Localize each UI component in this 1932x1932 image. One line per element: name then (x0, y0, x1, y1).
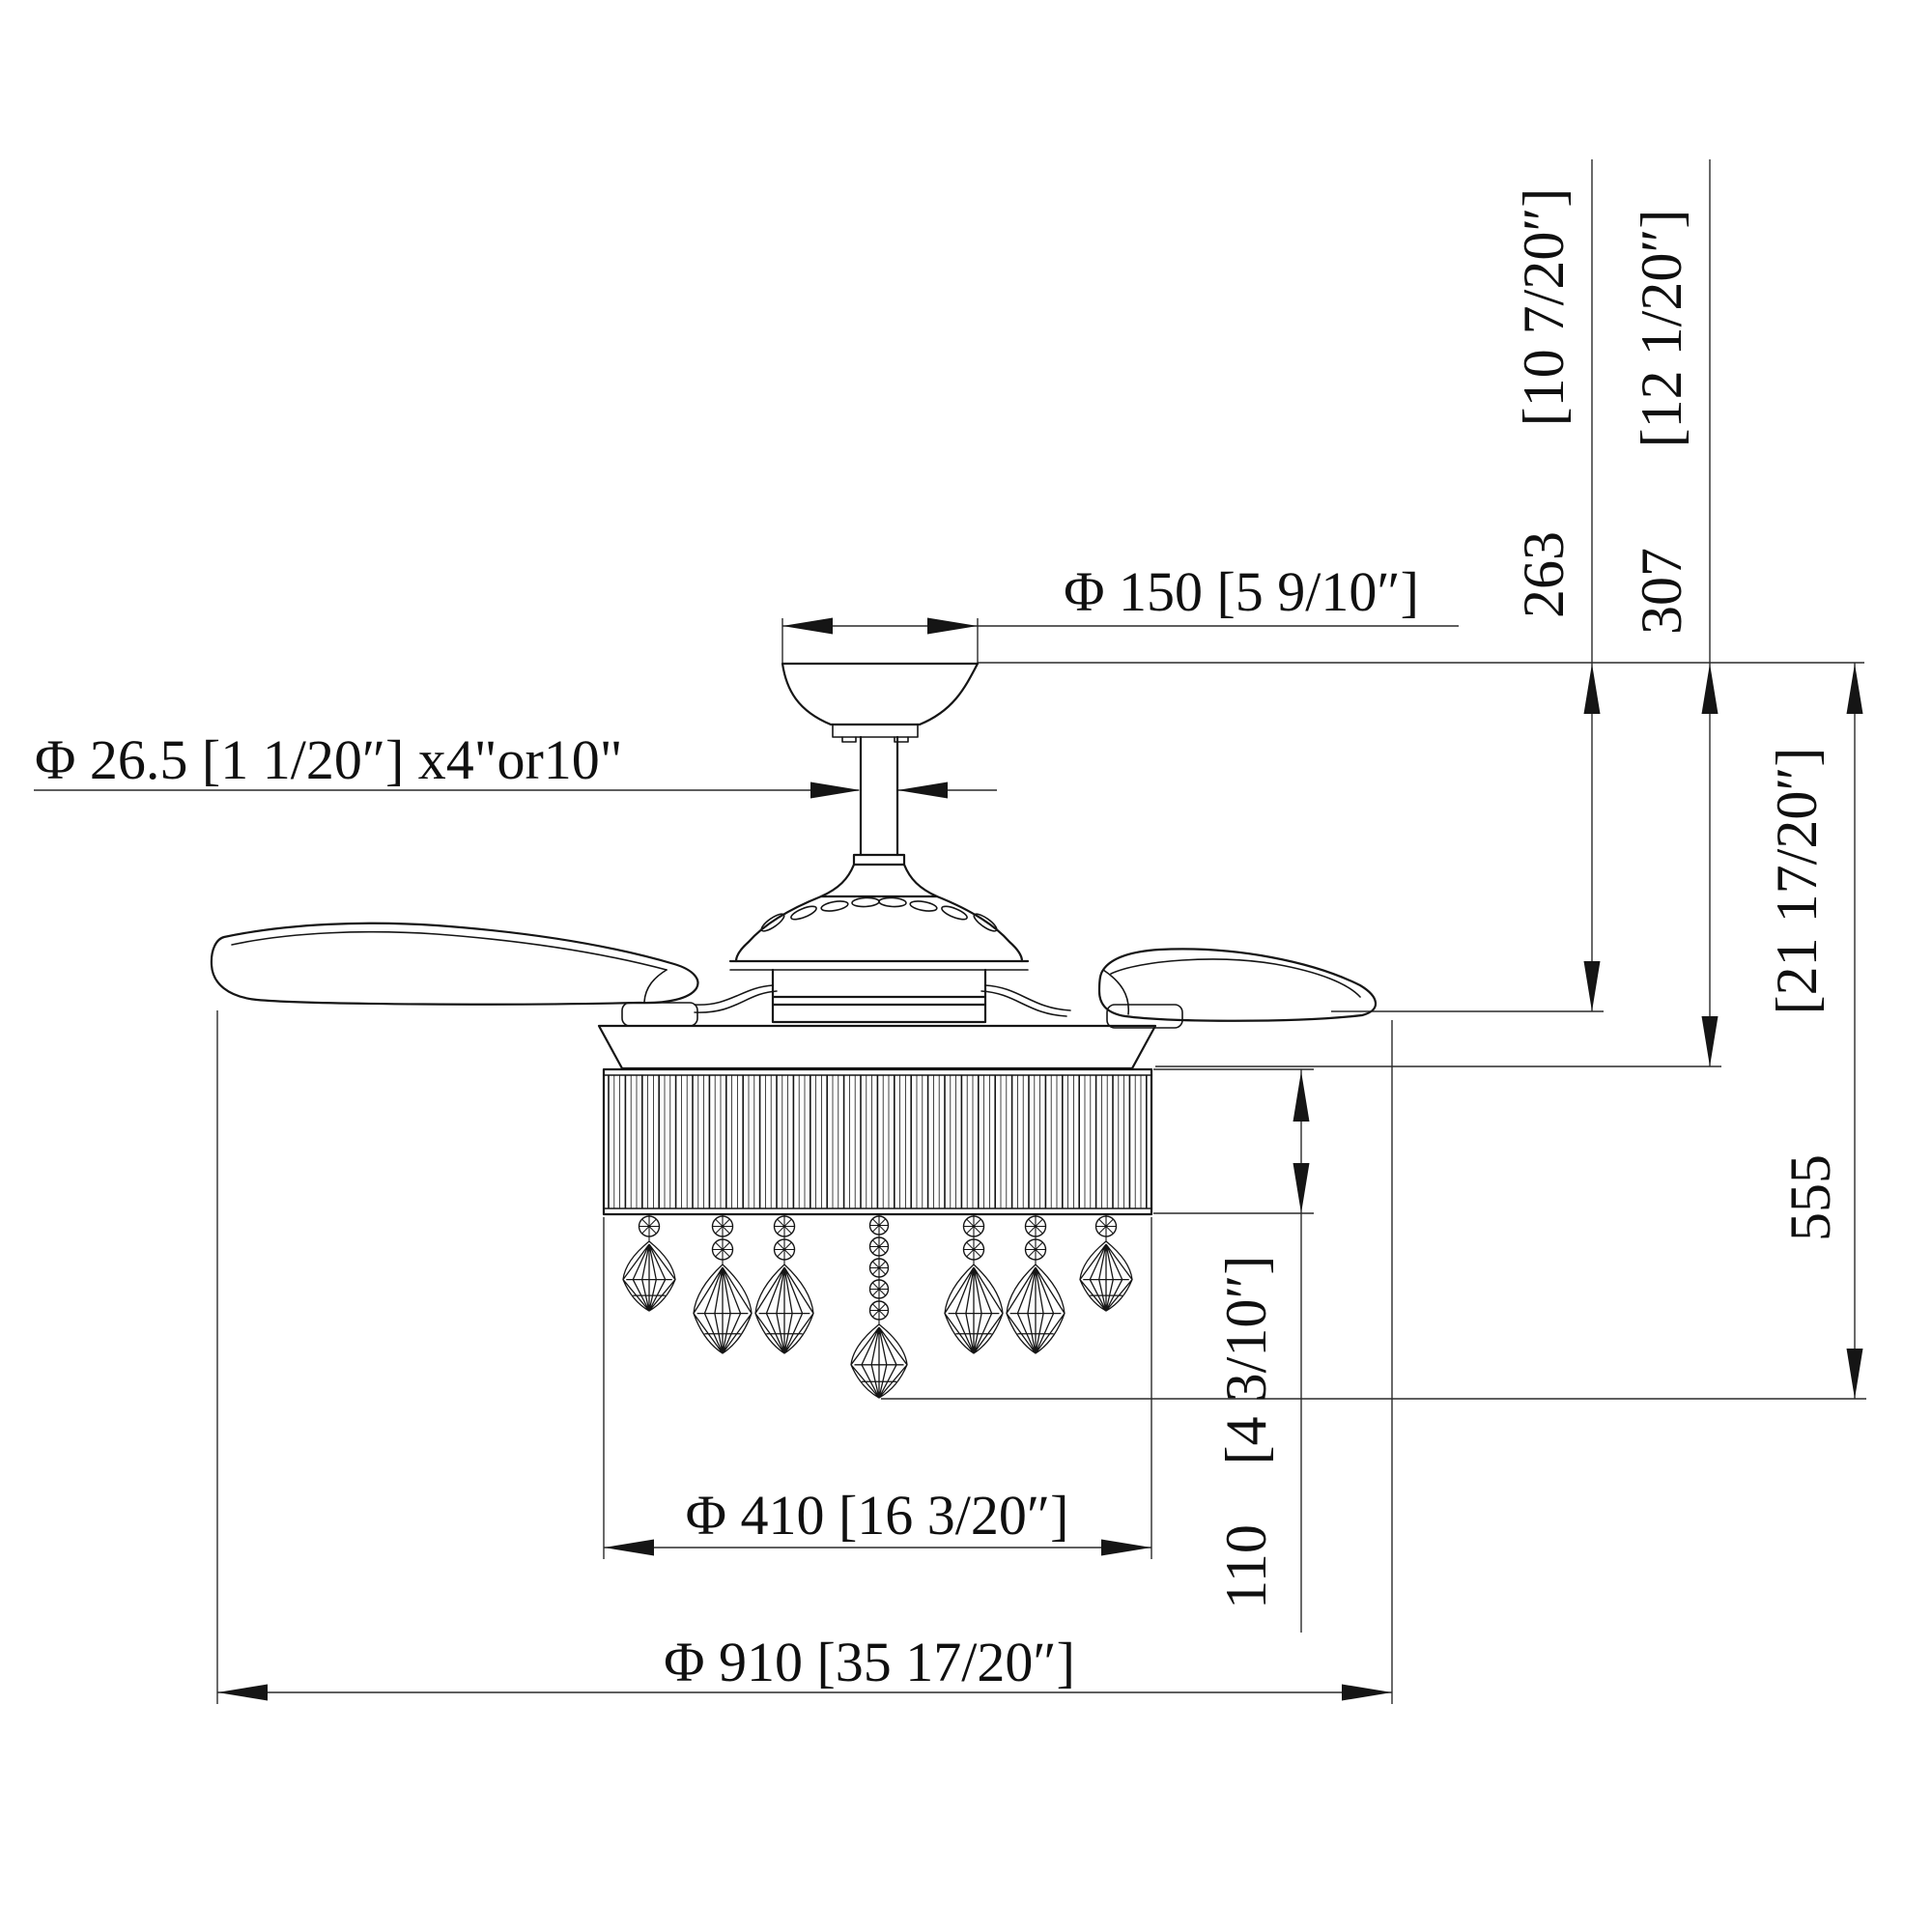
fan-diameter-label: Φ 910 [35 17/20″] (664, 1631, 1075, 1693)
dimension-labels: Φ 150 [5 9/10″] Φ 26.5 [1 1/20″] x4"or10… (35, 188, 1842, 1693)
canopy-diameter-label: Φ 150 [5 9/10″] (1064, 560, 1419, 623)
ceiling-to-blades-mm-label: 263 (1512, 531, 1576, 618)
blade-right-iron (980, 984, 1183, 1029)
motor-housing (771, 968, 987, 1024)
shade-diameter-label: Φ 410 [16 3/20″] (686, 1484, 1069, 1547)
blade-left (210, 922, 699, 1006)
overall-height-mm-label: 555 (1778, 1154, 1842, 1241)
shade-height-inch-label: [4 3/10″] (1214, 1256, 1278, 1465)
ceiling-to-housing-mm-label: 307 (1630, 548, 1693, 635)
ceiling-canopy (781, 662, 980, 743)
ceiling-to-blades-inch-label: [10 7/20″] (1512, 188, 1576, 427)
blade-right (1097, 948, 1378, 1022)
overall-height-inch-label: [21 17/20″] (1765, 748, 1829, 1015)
downrod-label: Φ 26.5 [1 1/20″] x4"or10" (35, 728, 622, 791)
drum-shade (602, 1067, 1153, 1216)
shade-height-mm-label: 110 (1214, 1524, 1278, 1609)
crystal-strands (622, 1214, 1133, 1399)
dimension-lines (34, 159, 1866, 1704)
vent-slots (760, 896, 998, 932)
downrod (859, 735, 899, 857)
ceiling-to-housing-inch-label: [12 1/20″] (1630, 210, 1693, 448)
shade-pleats (608, 1075, 1148, 1208)
blade-left-iron (621, 984, 778, 1027)
coupling-cover (819, 853, 939, 898)
motor-dome (728, 895, 1030, 971)
dimension-arrowheads (217, 617, 1863, 1701)
light-kit-fitter (597, 1024, 1157, 1070)
